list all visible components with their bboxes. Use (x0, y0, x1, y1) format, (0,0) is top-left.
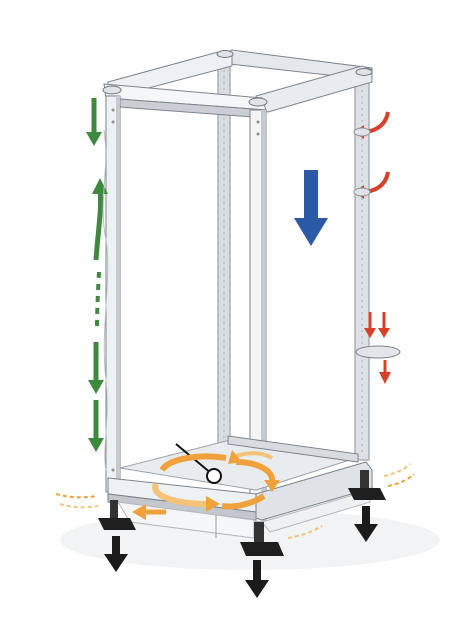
dashed-path (95, 271, 101, 331)
rotate-arrow-icon (152, 453, 227, 512)
down-arrow-icon (104, 536, 128, 572)
down-arrow-icon (379, 360, 391, 384)
down-arrow-icon (245, 560, 269, 598)
down-arrow-icon (88, 342, 104, 394)
down-arrow-icon (354, 506, 378, 542)
down-arrow-icon (86, 98, 102, 146)
down-arrow-icon (294, 170, 328, 246)
front-left-post (105, 95, 121, 493)
back-left-post (217, 61, 231, 453)
top-frame (102, 49, 373, 119)
foot-back-right (348, 470, 386, 500)
green-arrows (86, 98, 109, 471)
red-arrows (353, 111, 401, 384)
down-arrow-icon (364, 312, 390, 338)
foot-front-left (98, 500, 136, 530)
load-arrows (104, 506, 378, 598)
shelf-plate (355, 345, 401, 359)
left-arrow-icon (132, 504, 166, 520)
rotate-arrow-icon (221, 450, 280, 510)
rack-frame (98, 49, 386, 556)
rotation-arrows (55, 443, 415, 539)
motion-lines (55, 463, 415, 539)
down-arrow-icon (88, 400, 104, 452)
foot-front-right (240, 522, 284, 556)
